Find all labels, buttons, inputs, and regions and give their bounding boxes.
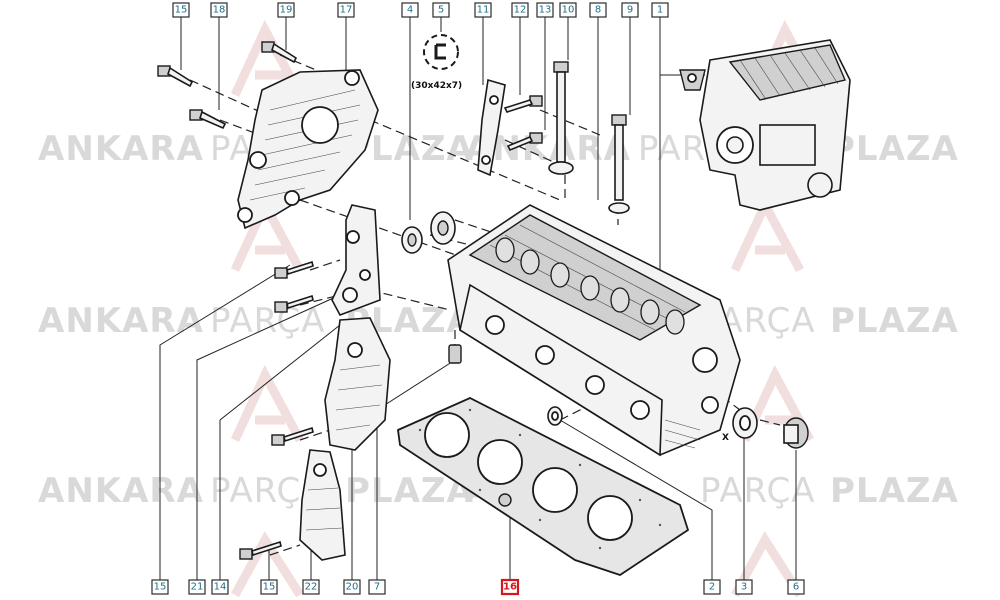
mount-bracket-20 [324, 317, 391, 451]
svg-text:11: 11 [477, 5, 490, 16]
valve-10 [548, 61, 574, 175]
svg-text:9: 9 [627, 5, 633, 16]
svg-text:17: 17 [340, 5, 353, 16]
svg-text:14: 14 [214, 582, 227, 593]
callout-top-11[interactable]: 11 [474, 2, 492, 18]
svg-text:16: 16 [503, 582, 517, 593]
svg-text:4: 4 [407, 5, 413, 16]
callout-top-13[interactable]: 13 [536, 2, 554, 18]
seal-spec-text: (30x42x7) [411, 81, 462, 91]
callout-top-15[interactable]: 15 [172, 2, 190, 18]
callout-bottom-7[interactable]: 7 [368, 579, 386, 595]
svg-text:22: 22 [305, 582, 318, 593]
svg-text:18: 18 [213, 5, 226, 16]
svg-text:1: 1 [657, 5, 663, 16]
engine-overview-illustration [679, 39, 851, 211]
seal-icon: (30x42x7) [411, 34, 462, 91]
svg-text:8: 8 [595, 5, 601, 16]
callout-bottom-2[interactable]: 2 [703, 579, 721, 595]
callout-top-5[interactable]: 5 [432, 2, 450, 18]
valve-group [548, 61, 630, 214]
callout-bottom-21[interactable]: 21 [188, 579, 206, 595]
svg-text:19: 19 [280, 5, 293, 16]
svg-text:21: 21 [191, 582, 204, 593]
callout-bottom-15b[interactable]: 15 [260, 579, 278, 595]
bolt-14 [274, 294, 314, 313]
plug-6 [783, 417, 809, 449]
assembly-axes [189, 54, 781, 556]
svg-text:3: 3 [741, 582, 747, 593]
camshaft-seal-3: X [722, 407, 758, 443]
bolt-19 [261, 41, 298, 64]
bracket-11 [477, 78, 506, 177]
watermark-text: PARÇA [700, 471, 816, 511]
callout-x-text: X [722, 433, 729, 443]
watermark-text: PLAZA [830, 471, 959, 511]
watermark-text: PLAZA [830, 301, 959, 341]
svg-text:13: 13 [539, 5, 552, 16]
bolt-21 [274, 260, 314, 279]
svg-text:2: 2 [709, 582, 715, 593]
svg-text:20: 20 [346, 582, 359, 593]
bolt-18 [189, 109, 227, 130]
mount-bracket-22 [299, 449, 346, 561]
svg-text:15: 15 [175, 5, 188, 16]
svg-text:15: 15 [154, 582, 167, 593]
callout-top-8[interactable]: 8 [589, 2, 607, 18]
callout-top-12[interactable]: 12 [511, 2, 529, 18]
dowel-7 [448, 344, 462, 364]
svg-text:10: 10 [562, 5, 575, 16]
valve-9 [608, 114, 630, 214]
sprocket-5 [430, 211, 456, 245]
bolt-15-top [157, 65, 194, 88]
callout-top-1[interactable]: 1 [651, 2, 669, 18]
seal-2 [547, 406, 563, 426]
bolt-12 [503, 95, 543, 113]
callout-bottom-20[interactable]: 20 [343, 579, 361, 595]
callout-bottom-15[interactable]: 15 [151, 579, 169, 595]
bolt-15-bottom [239, 540, 282, 560]
callout-top-9[interactable]: 9 [621, 2, 639, 18]
svg-text:6: 6 [793, 582, 799, 593]
watermark-text: ANKARA [38, 301, 204, 341]
bolt-15-mid [271, 426, 314, 446]
watermark-text: PARÇA [210, 301, 326, 341]
callout-bottom-14[interactable]: 14 [211, 579, 229, 595]
svg-text:7: 7 [374, 582, 380, 593]
callouts-bottom-row: 15 21 14 15 22 20 7 16 2 3 6 [151, 578, 805, 596]
callout-top-10[interactable]: 10 [559, 2, 577, 18]
svg-text:12: 12 [514, 5, 527, 16]
callout-top-18[interactable]: 18 [210, 2, 228, 18]
timing-cover [237, 69, 379, 230]
callout-bottom-16-highlighted[interactable]: 16 [500, 578, 520, 596]
callout-top-4[interactable]: 4 [401, 2, 419, 18]
callout-bottom-3[interactable]: 3 [735, 579, 753, 595]
watermark-text: ANKARA [38, 129, 204, 169]
bracket-21-14 [331, 204, 381, 316]
callout-top-17[interactable]: 17 [337, 2, 355, 18]
sprocket-4 [401, 226, 423, 254]
callout-top-19[interactable]: 19 [277, 2, 295, 18]
bolt-13 [506, 132, 543, 152]
watermark-text: ANKARA [38, 471, 204, 511]
svg-text:5: 5 [438, 5, 444, 16]
callouts-top-row: 15 18 19 17 4 5 11 12 13 10 8 9 1 [172, 2, 669, 18]
head-gasket-16 [397, 397, 690, 576]
svg-text:15: 15 [263, 582, 276, 593]
cylinder-head [447, 204, 741, 457]
callout-bottom-22[interactable]: 22 [302, 579, 320, 595]
callout-bottom-6[interactable]: 6 [787, 579, 805, 595]
watermark-text: PLAZA [830, 129, 959, 169]
bolt-group [157, 41, 543, 560]
